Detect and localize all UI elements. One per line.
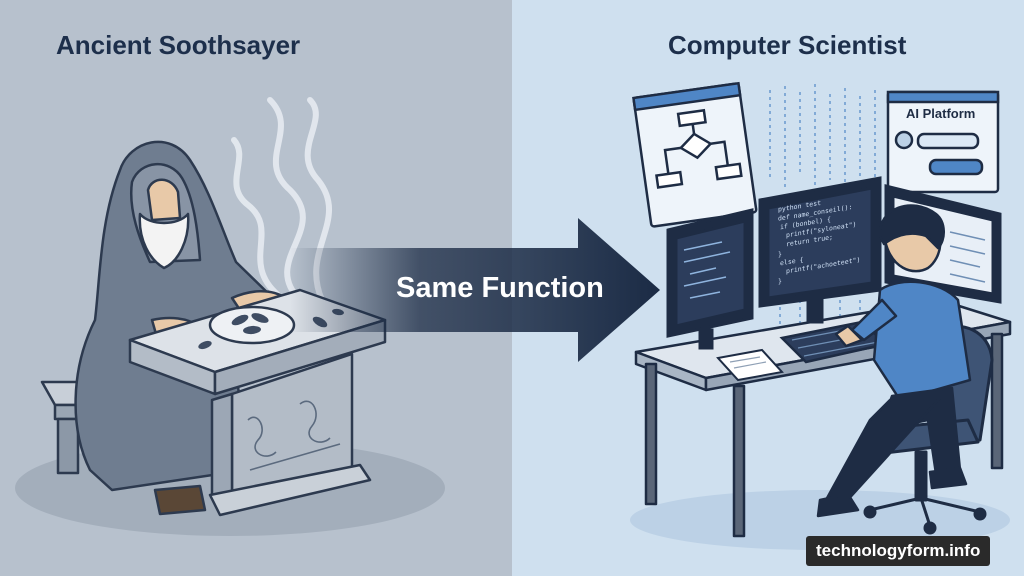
transition-arrow: [290, 218, 660, 362]
left-monitor: [666, 208, 754, 350]
arrow-label: Same Function: [396, 272, 604, 304]
left-title: Ancient Soothsayer: [56, 30, 301, 60]
divination-bowl: [208, 305, 296, 345]
ai-platform-label: AI Platform: [906, 106, 976, 121]
center-monitor: [758, 176, 882, 324]
flowchart-window: [632, 81, 758, 228]
ai-platform-window: [886, 90, 1000, 194]
data-stream: [769, 84, 876, 340]
right-title: Computer Scientist: [668, 30, 907, 60]
scientist-scene: [630, 81, 1012, 550]
watermark: technologyform.info: [806, 536, 991, 566]
paper-notes: [716, 348, 784, 382]
computer-scientist: [816, 204, 972, 518]
